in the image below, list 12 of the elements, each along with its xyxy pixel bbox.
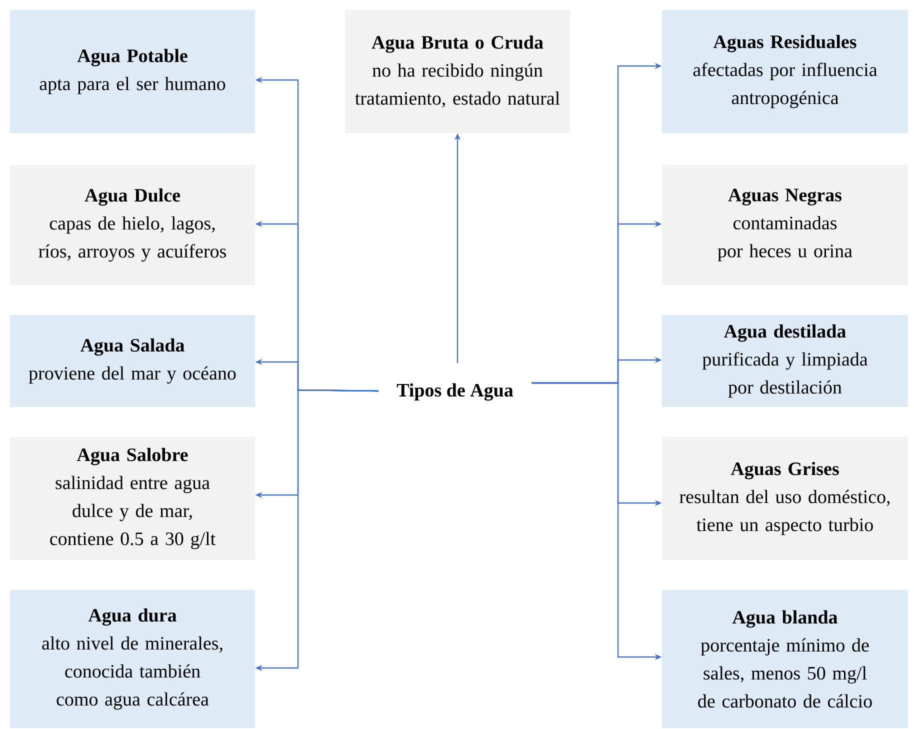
process-box: Agua destilada purificada y limpiada por destilación [662,315,908,407]
process-box: Aguas Grises resultan del uso doméstico, tiene un aspecto turbio [662,437,908,560]
process-box: Aguas Negras contaminadas por heces u orina [662,165,908,285]
process-box: Agua Salada proviene del mar y océano [10,315,255,407]
center-label: Tipos de Agua [396,383,514,401]
process-box: Agua Potable apta para el ser humano [10,10,255,133]
process-box: Agua dura alto nivel de minerales, conocida también como agua calcárea [10,590,255,728]
process-box: Agua blanda porcentaje mínimo de sales, menos 50 mg/l de carbonato de cálcio [662,590,908,728]
process-box: Agua Bruta o Cruda no ha recibido ningún tratamiento, estado natural [345,10,570,133]
process-box: Aguas Residuales afectadas por influencia antropogénica [662,10,908,133]
process-box: Agua Dulce capas de hielo, lagos, ríos, arroyos y acuíferos [10,165,255,285]
process-box: Agua Salobre salinidad entre agua dulce y de mar, contiene 0.5 a 30 g/lt [10,437,255,560]
